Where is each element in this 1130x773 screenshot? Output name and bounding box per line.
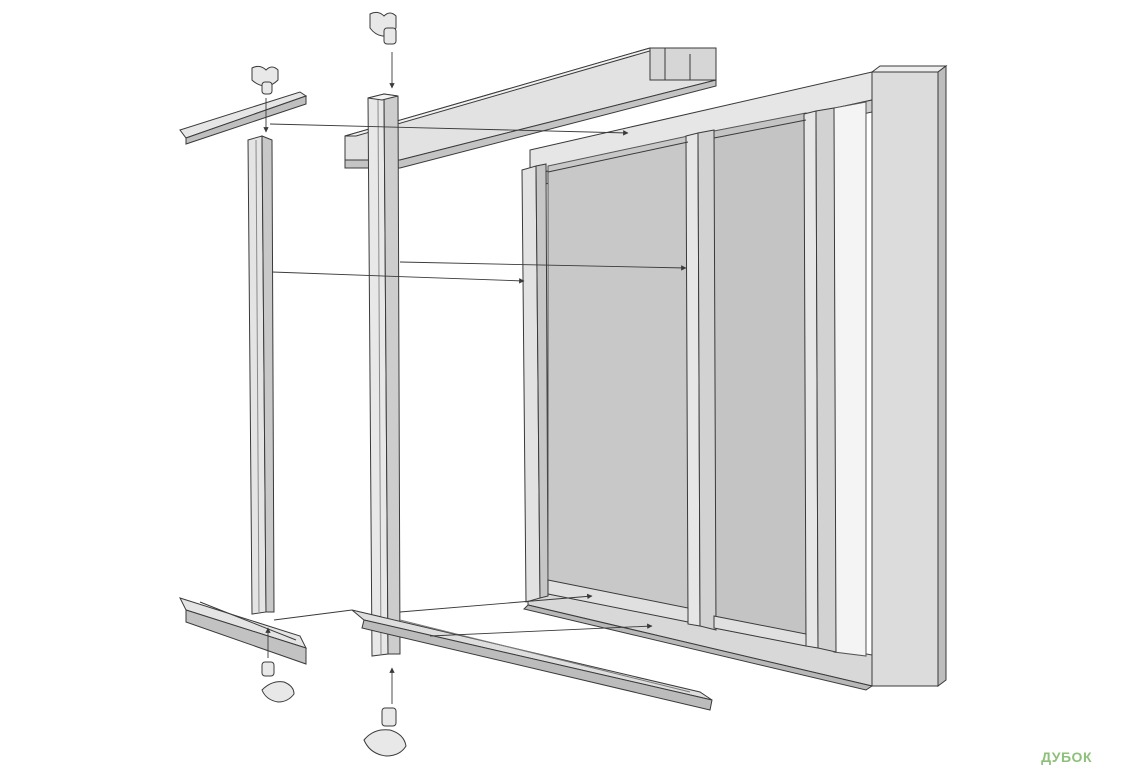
top-roller — [369, 11, 397, 45]
vertical-handle-profile — [367, 93, 401, 657]
assembly-arrow — [263, 52, 687, 704]
top-roller-left — [251, 65, 279, 95]
bottom-roller — [363, 707, 407, 757]
bottom-rail — [351, 609, 713, 711]
top-rail — [344, 47, 717, 169]
door-leaf-stiles — [547, 107, 837, 653]
door-glass-panel — [547, 101, 867, 657]
lower-horizontal-profile — [179, 597, 307, 665]
watermark-text: ДУБОК — [1041, 749, 1092, 765]
vertical-profile-narrow — [247, 135, 275, 615]
watermark-logo: ДУБОК — [1041, 749, 1118, 765]
upper-horizontal-profile — [179, 91, 308, 145]
bottom-roller-left — [261, 661, 295, 703]
